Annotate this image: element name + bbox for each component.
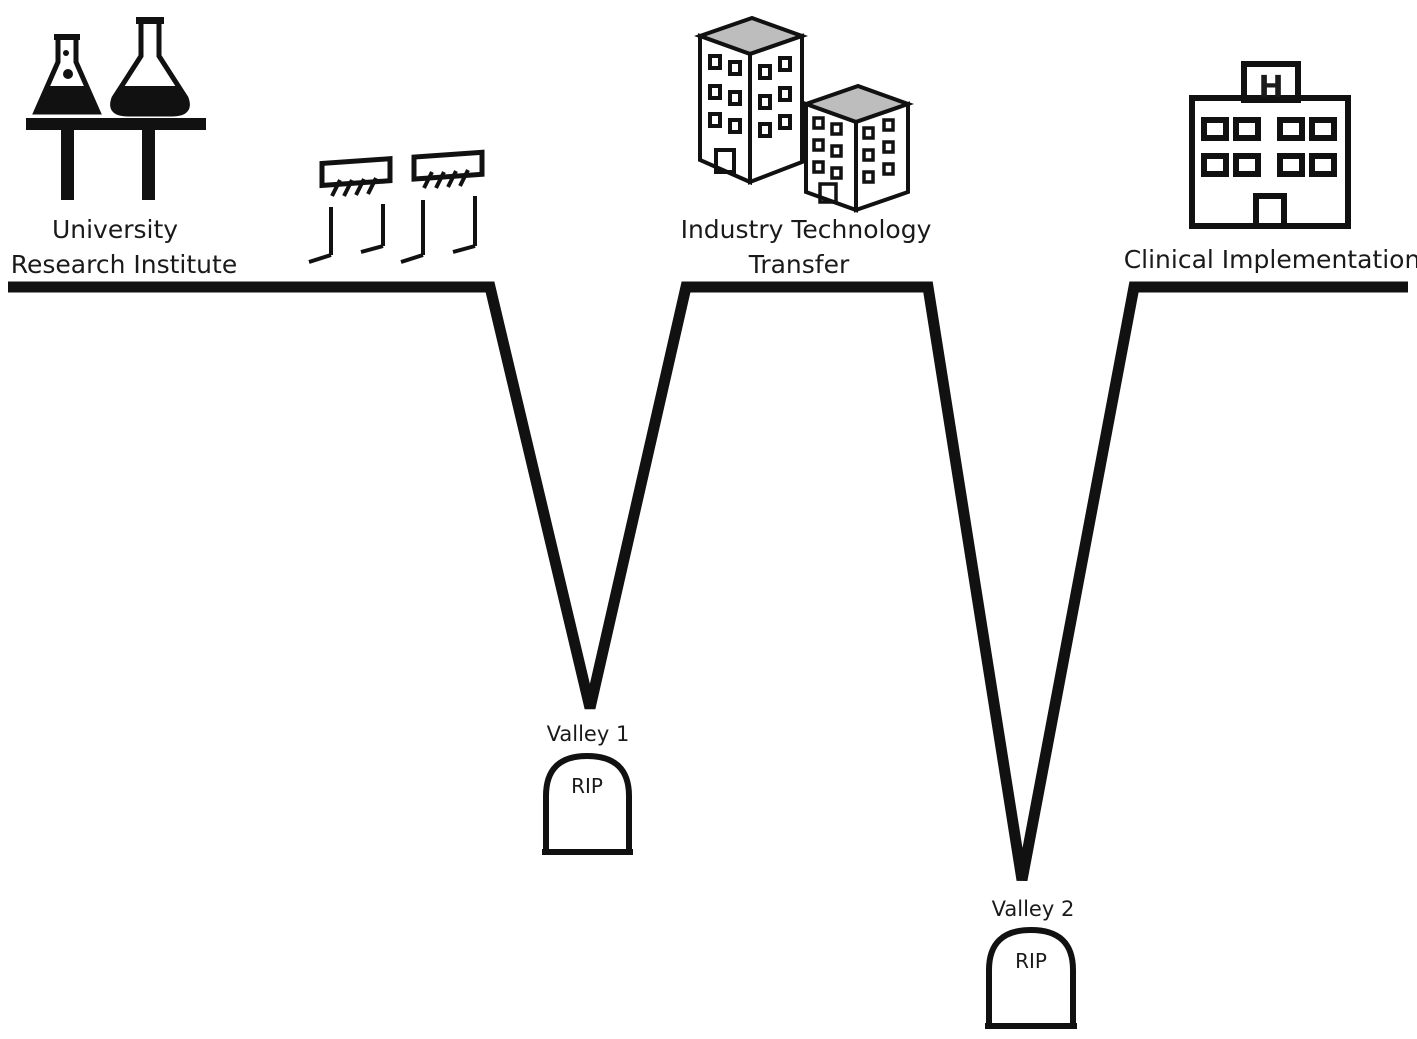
- university-label-line2: Research Institute: [11, 250, 237, 279]
- valley-2-tombstone-text: RIP: [1015, 949, 1047, 973]
- industry-label-line2: Transfer: [748, 250, 850, 279]
- path-line: [8, 281, 1408, 882]
- lab-flasks-icon: [26, 17, 206, 200]
- gravestone-icon: [542, 753, 633, 855]
- hurdles-icon: [308, 149, 485, 264]
- valley-1-tombstone-text: RIP: [571, 774, 603, 798]
- gravestone-icon: [985, 927, 1077, 1029]
- hospital-sign: H: [1258, 70, 1283, 105]
- valley-2-label: Valley 2: [992, 897, 1075, 921]
- university-label-line1: University: [52, 215, 178, 244]
- industry-label-line1: Industry Technology: [681, 215, 932, 244]
- hospital-icon: [1189, 61, 1351, 229]
- office-buildings-icon: [693, 15, 915, 213]
- clinical-label: Clinical Implementation: [1124, 245, 1417, 274]
- valley-1-label: Valley 1: [547, 722, 630, 746]
